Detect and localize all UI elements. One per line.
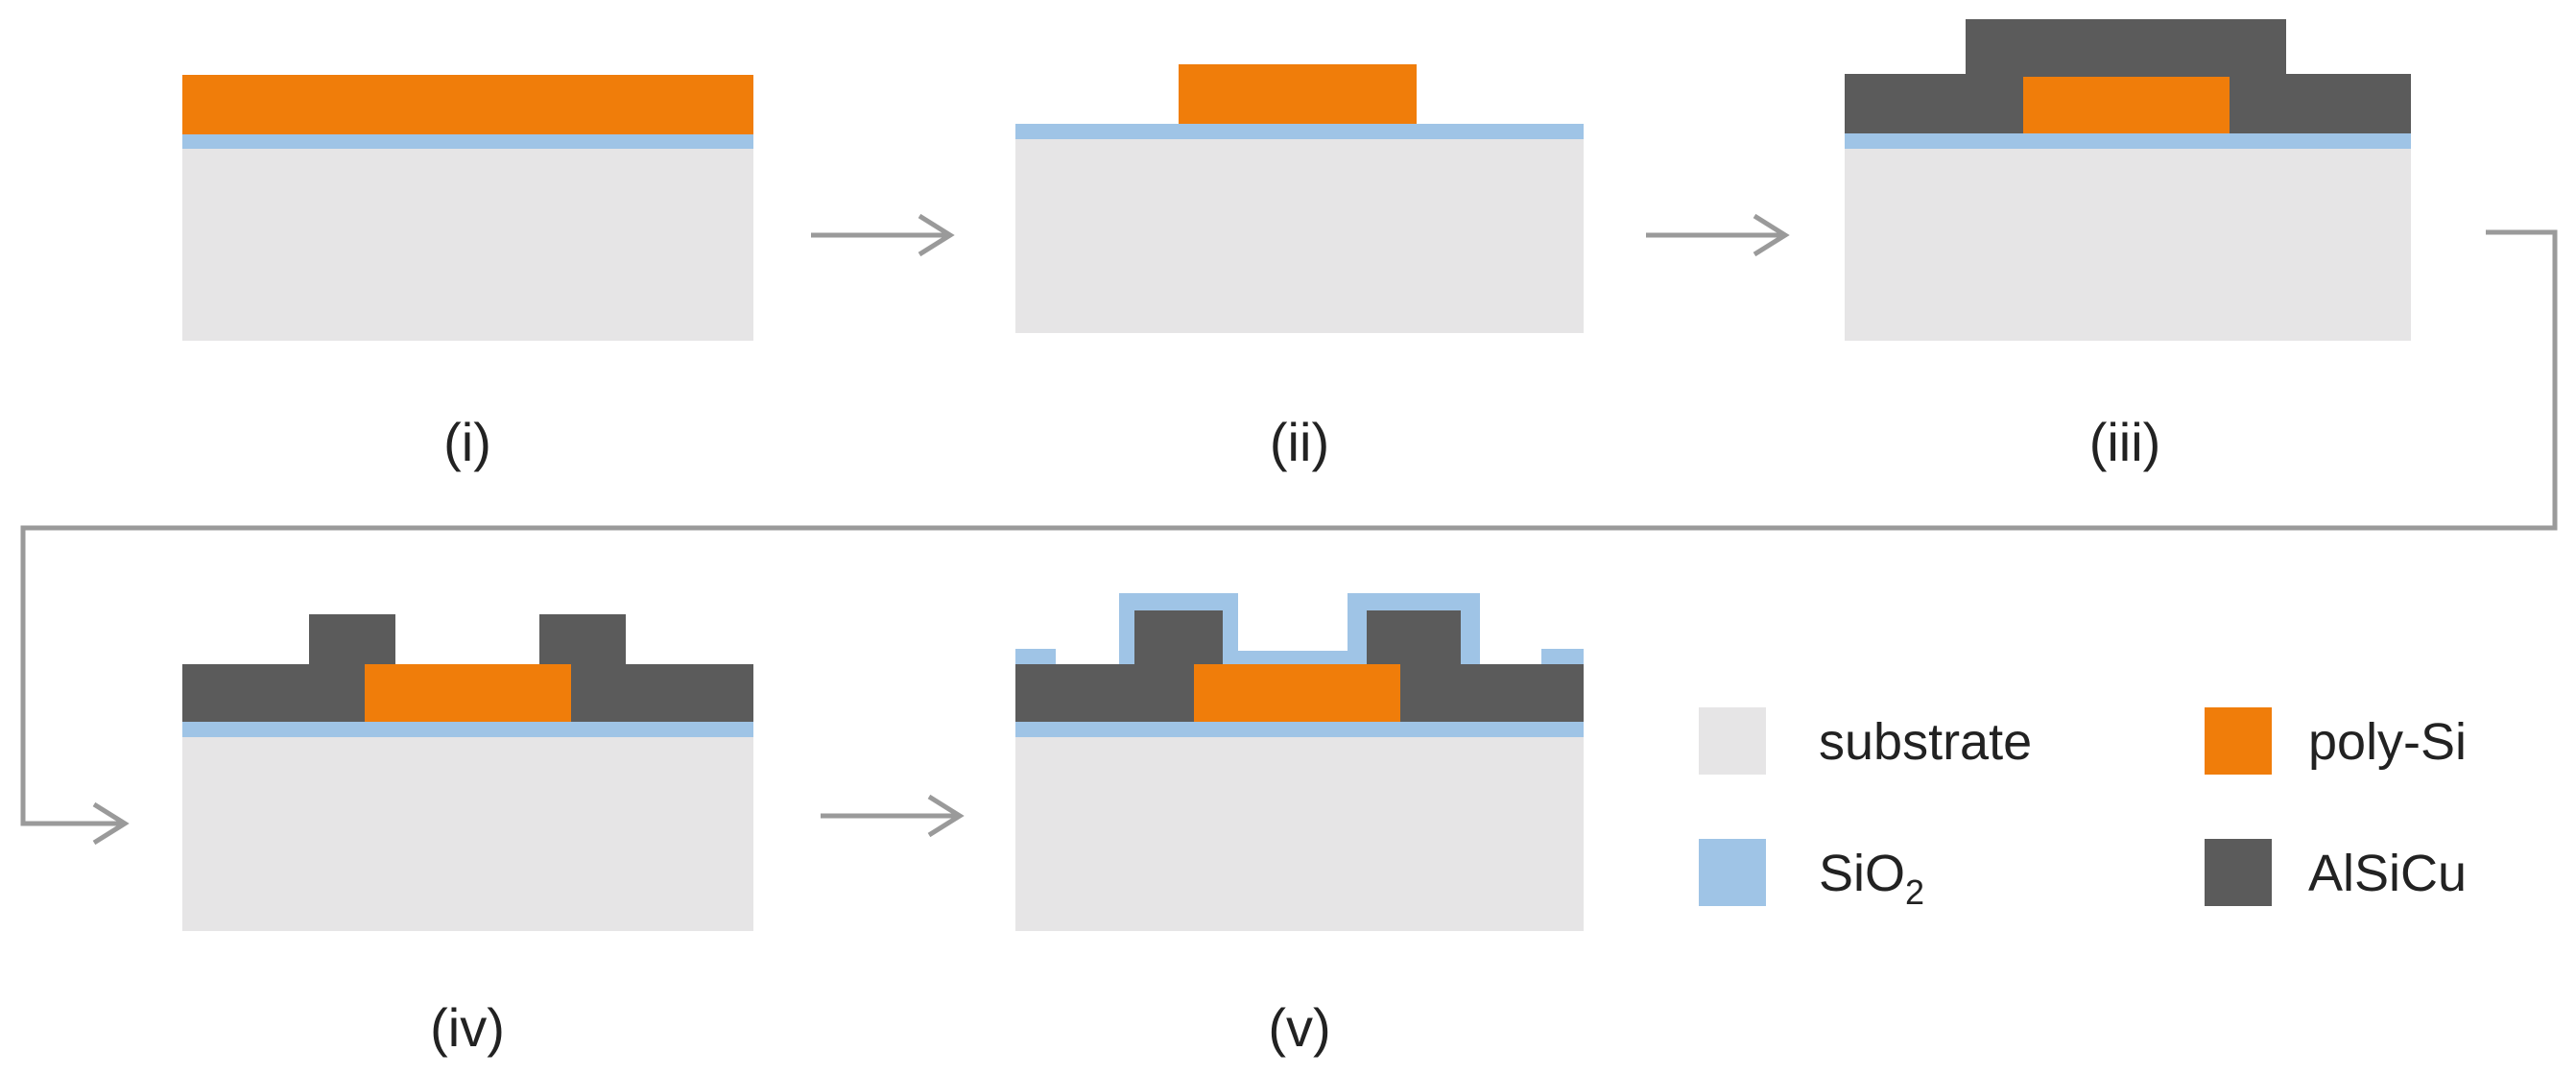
legend-label-alsicu: AlSiCu <box>2308 845 2467 902</box>
arrow-iv-to-v <box>821 794 965 838</box>
poly-si-layer <box>1179 64 1417 124</box>
sio2-layer <box>1015 722 1584 737</box>
step-ii-cross-section <box>1015 64 1584 333</box>
legend-swatch-poly-si <box>2205 707 2272 775</box>
substrate-layer <box>1845 149 2411 341</box>
legend-item-alsicu: AlSiCu <box>2205 839 2467 906</box>
poly-si-layer <box>2023 77 2230 133</box>
legend-swatch-sio2 <box>1699 839 1766 906</box>
alsicu-raised-layer <box>1966 19 2286 74</box>
sio2-layer <box>1845 133 2411 149</box>
legend: substrate poly-Si SiO2 AlSiCu <box>1699 707 2467 912</box>
legend-swatch-alsicu <box>2205 839 2272 906</box>
arrow-i-to-ii <box>811 213 955 257</box>
step-label-ii: (ii) <box>1270 412 1329 472</box>
step-label-iii: (iii) <box>2089 412 2161 472</box>
step-iv-cross-section <box>182 614 753 931</box>
alsicu-pillar-right <box>1367 610 1461 664</box>
legend-label-sio2-subscript: 2 <box>1905 872 1924 912</box>
legend-label-sio2-base: SiO <box>1819 845 1905 902</box>
sio2-edge-right <box>1541 649 1584 664</box>
alsicu-pillar-left <box>1134 610 1223 664</box>
arrow-ii-to-iii <box>1646 213 1790 257</box>
legend-label-sio2: SiO2 <box>1819 845 1924 912</box>
substrate-layer <box>1015 139 1584 333</box>
step-label-iv: (iv) <box>430 997 505 1058</box>
alsicu-pillar-left <box>309 614 395 664</box>
legend-label-poly-si: poly-Si <box>2308 713 2467 771</box>
legend-item-substrate: substrate <box>1699 707 2032 775</box>
legend-label-substrate: substrate <box>1819 713 2032 771</box>
sio2-layer <box>182 722 753 737</box>
step-label-v: (v) <box>1268 997 1330 1058</box>
sio2-layer <box>182 134 753 149</box>
alsicu-pillar-right <box>539 614 626 664</box>
sio2-edge-left <box>1015 649 1056 664</box>
substrate-layer <box>1015 737 1584 931</box>
step-i-cross-section <box>182 75 753 341</box>
substrate-layer <box>182 149 753 341</box>
sio2-bridge <box>1238 651 1348 664</box>
sio2-layer <box>1015 124 1584 139</box>
arrow-iii-to-iv <box>20 229 2558 846</box>
poly-si-layer <box>1194 664 1400 722</box>
step-iii-cross-section <box>1845 19 2411 341</box>
legend-swatch-substrate <box>1699 707 1766 775</box>
legend-item-sio2: SiO2 <box>1699 839 1924 912</box>
poly-si-layer <box>182 75 753 134</box>
legend-item-poly-si: poly-Si <box>2205 707 2467 775</box>
step-v-cross-section <box>1015 593 1584 931</box>
substrate-layer <box>182 737 753 931</box>
poly-si-layer <box>365 664 571 722</box>
step-label-i: (i) <box>443 412 491 472</box>
